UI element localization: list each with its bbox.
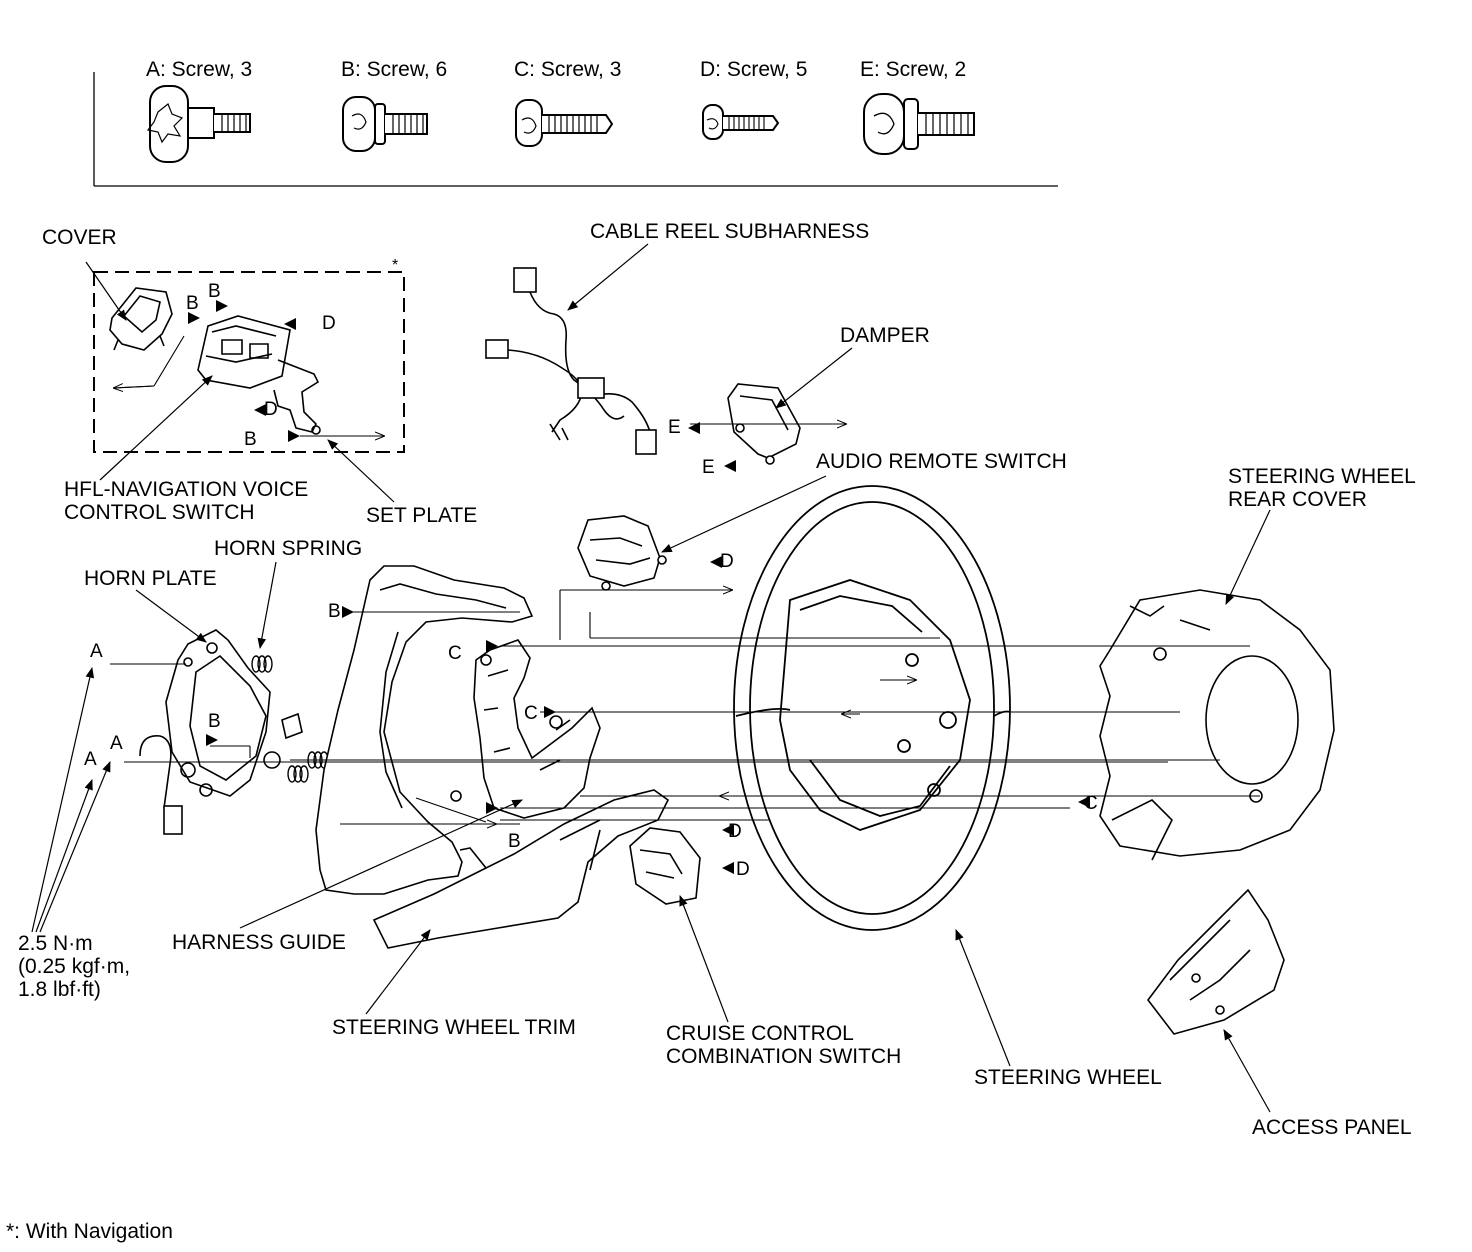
- screw-label-d: D: Screw, 5: [700, 58, 808, 81]
- screw-legend-frame: [93, 72, 1058, 187]
- callout-a: A: [84, 749, 97, 770]
- set-plate-label: SET PLATE: [366, 504, 478, 527]
- callout-b: B: [208, 711, 221, 732]
- callout-d: D: [264, 399, 278, 420]
- callout-a: A: [90, 641, 103, 662]
- navigation-option-box: [93, 271, 405, 453]
- screw-d-icon: [702, 104, 780, 140]
- horn-plate-part: [139, 629, 303, 835]
- horn-spring-label: HORN SPRING: [214, 537, 363, 560]
- harness-guide-label: HARNESS GUIDE: [172, 931, 346, 954]
- audio-remote-switch-label: AUDIO REMOTE SWITCH: [816, 450, 1067, 473]
- alignment-lines: [110, 335, 1260, 825]
- screw-label-b: B: Screw, 6: [341, 58, 448, 81]
- steering-wheel-label: STEERING WHEEL: [974, 1066, 1162, 1089]
- set-plate-part: [273, 359, 321, 435]
- trim-upper-part: [315, 565, 534, 895]
- hfl-navigation-voice-control-switch-label: HFL-NAVIGATION VOICE CONTROL SWITCH: [64, 478, 309, 524]
- callout-d: D: [322, 313, 336, 334]
- callout-e: E: [702, 457, 715, 478]
- audio-remote-switch-part: [577, 515, 667, 591]
- steering-wheel-part: [733, 485, 1011, 931]
- cover-part: [109, 287, 173, 351]
- footnote: *: With Navigation: [6, 1220, 173, 1243]
- trim-lower-part: [372, 789, 670, 949]
- damper-label: DAMPER: [840, 324, 930, 347]
- callout-b: B: [186, 293, 199, 314]
- harness-guide-part: [450, 639, 601, 819]
- cable-reel-subharness-label: CABLE REEL SUBHARNESS: [590, 220, 870, 243]
- screw-b-icon: [342, 96, 428, 152]
- callout-b: B: [244, 429, 257, 450]
- screw-label-c: C: Screw, 3: [514, 58, 622, 81]
- horn-plate-label: HORN PLATE: [84, 567, 217, 590]
- callout-d: D: [728, 821, 742, 842]
- rear-cover-part: [1099, 589, 1335, 861]
- hfl-switch-part: [197, 315, 291, 389]
- access-panel-label: ACCESS PANEL: [1252, 1116, 1412, 1139]
- leader-lines: [31, 243, 1271, 1113]
- screw-e-icon: [863, 93, 975, 155]
- callout-b: B: [208, 281, 221, 302]
- callout-c: C: [524, 703, 538, 724]
- torque-spec: 2.5 N·m (0.25 kgf·m, 1.8 lbf·ft): [18, 932, 131, 1001]
- callout-b: B: [508, 831, 521, 852]
- callout-a: A: [110, 733, 123, 754]
- callout-d: D: [720, 551, 734, 572]
- exploded-arrows: [114, 386, 916, 824]
- screw-label-e: E: Screw, 2: [860, 58, 967, 81]
- screw-label-a: A: Screw, 3: [146, 58, 253, 81]
- callout-c: C: [1084, 793, 1098, 814]
- callout-d: D: [736, 859, 750, 880]
- screw-c-icon: [515, 99, 614, 147]
- callout-b: B: [328, 601, 341, 622]
- callout-e: E: [668, 417, 681, 438]
- cover-label: COVER: [42, 226, 117, 249]
- cable-reel-subharness-part: [485, 267, 657, 455]
- steering-wheel-trim-label: STEERING WHEEL TRIM: [332, 1016, 576, 1039]
- access-panel-part: [1146, 888, 1285, 1035]
- screw-a-icon: [146, 85, 251, 163]
- cruise-control-combination-switch-label: CRUISE CONTROL COMBINATION SWITCH: [666, 1022, 902, 1068]
- navigation-marker: *: [392, 257, 399, 274]
- callout-c: C: [448, 643, 462, 664]
- steering-wheel-rear-cover-label: STEERING WHEEL REAR COVER: [1228, 465, 1416, 511]
- callout-pointers: [188, 300, 1090, 874]
- cruise-control-switch-part: [629, 827, 701, 905]
